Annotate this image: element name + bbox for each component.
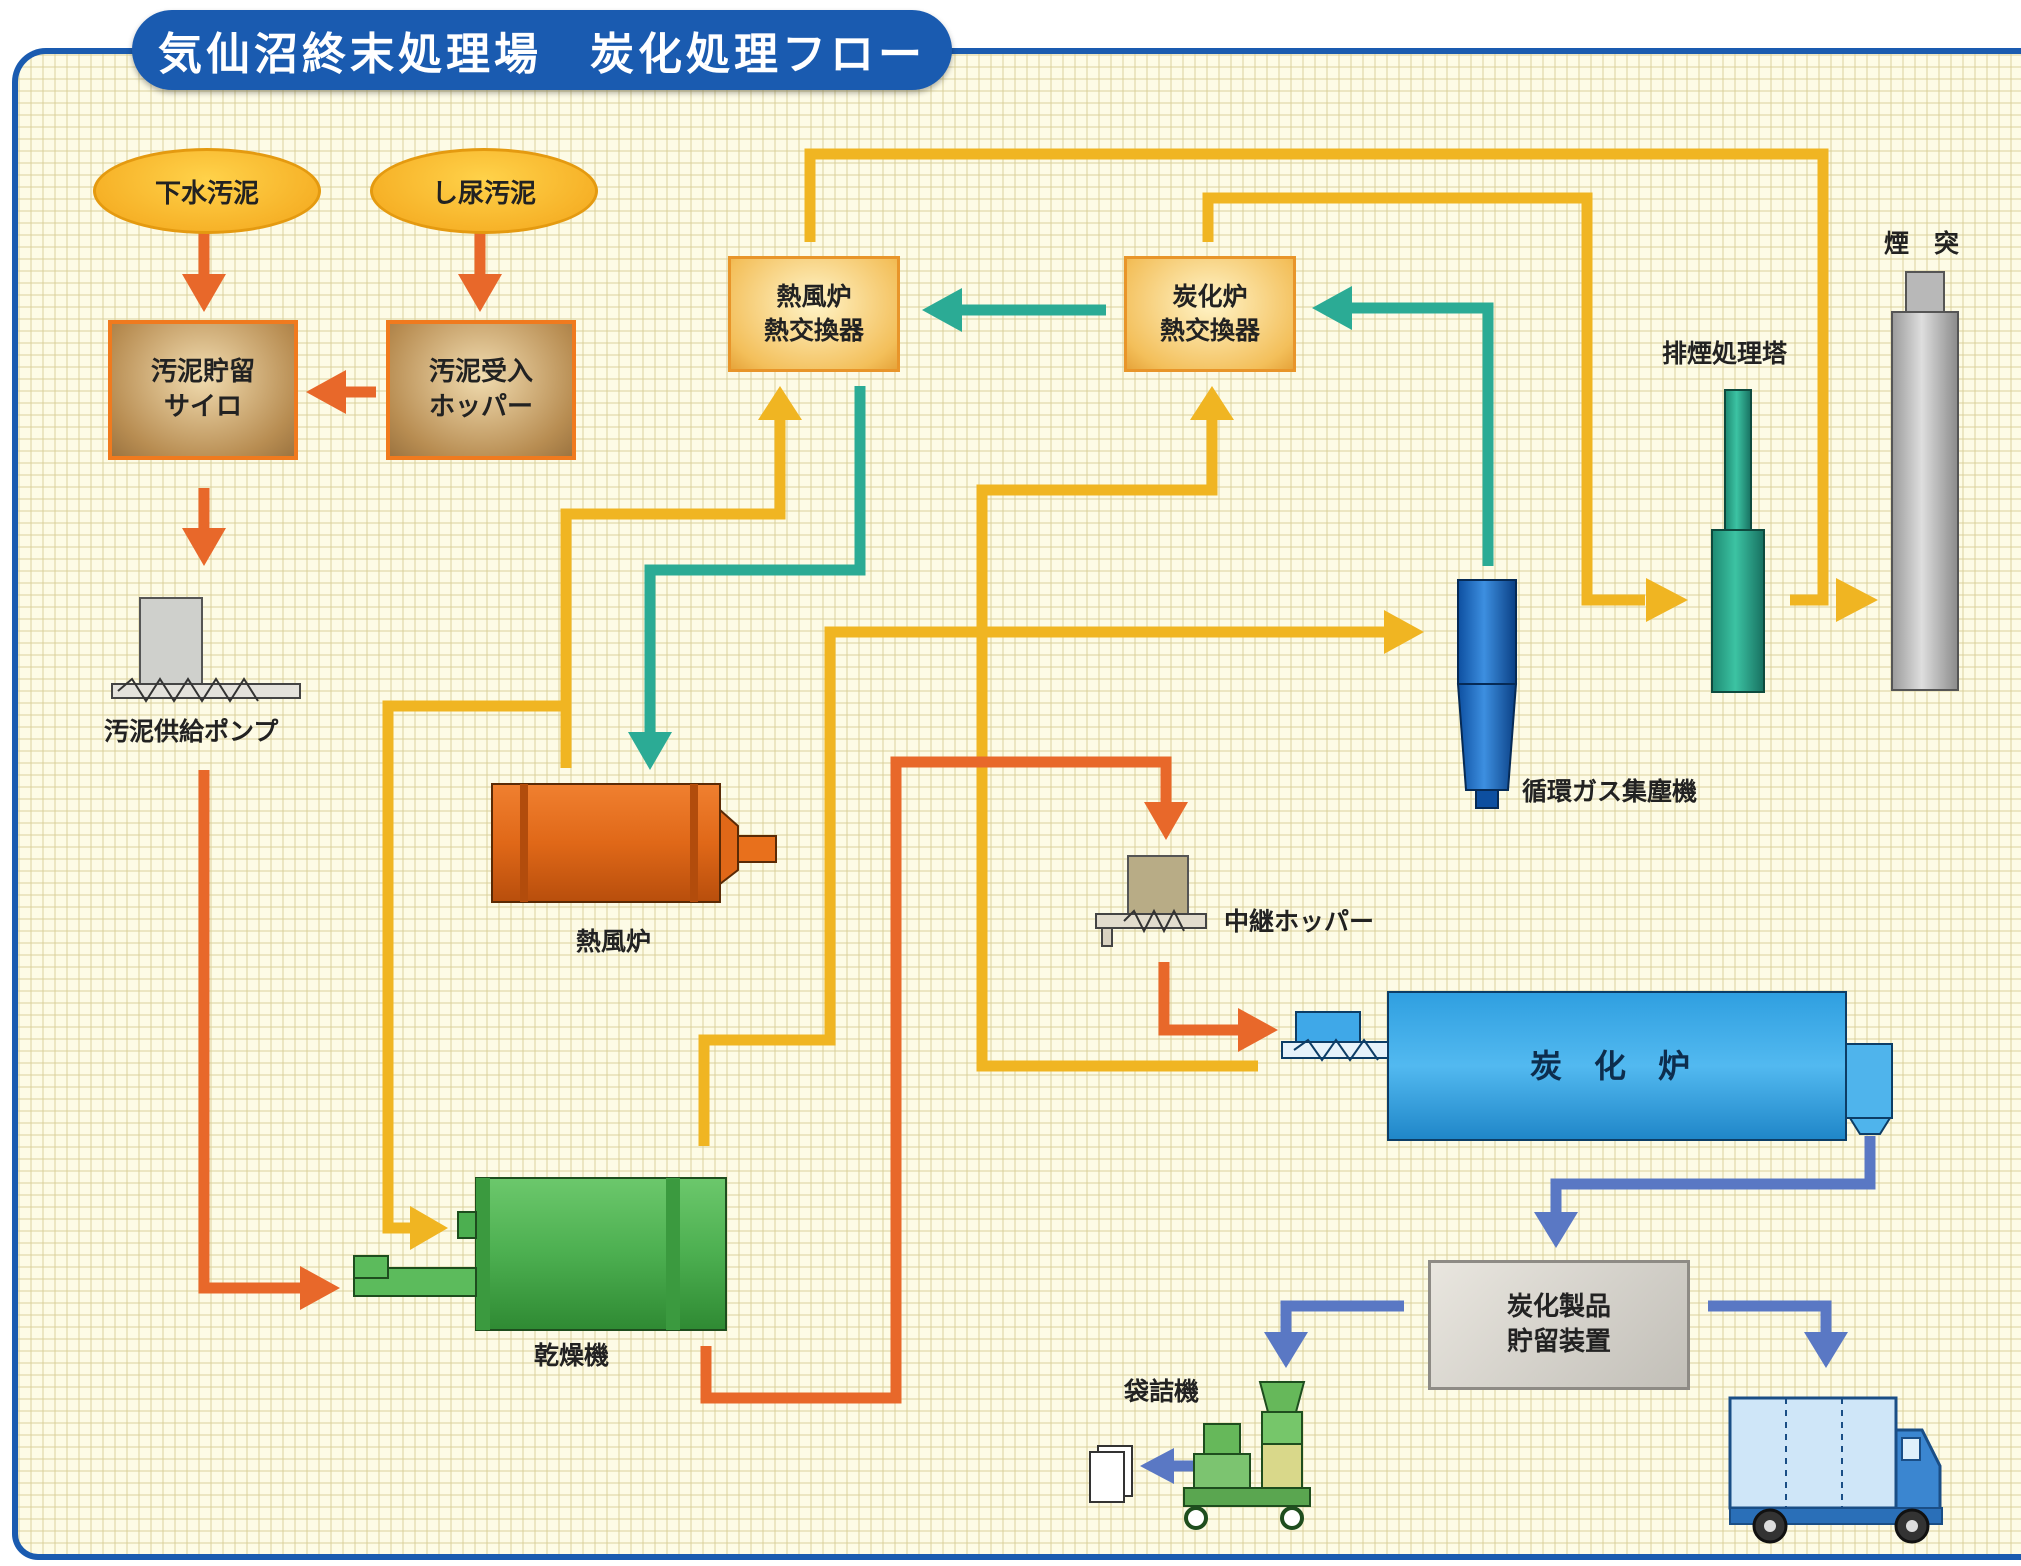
line-furnace-to-hotairhx [560, 410, 786, 768]
node-carbonizer-heat-exchanger: 炭化炉 熱交換器 [1124, 256, 1296, 372]
product-lines [1168, 1136, 1876, 1472]
arrow-into-silo [306, 370, 346, 414]
arrow-to-hotairhx [922, 288, 962, 332]
diagram-title: 気仙沼終末処理場 炭化処理フロー [158, 29, 926, 80]
line-dryer-to-cyclone [698, 626, 1385, 1146]
dryer-graphic [353, 1177, 727, 1331]
chimney-graphic [1891, 271, 1959, 691]
relay-hopper-graphic [1095, 855, 1207, 947]
hot-air-arrowheads [410, 386, 1878, 1250]
arrow-into-dryer [300, 1266, 340, 1310]
truck-graphic [1728, 1396, 1943, 1544]
label-bagging-machine: 袋詰機 [1124, 1377, 1200, 1406]
product-arrowheads [1140, 1212, 1848, 1484]
line-furnace-to-dryer [382, 700, 566, 1234]
arrow-to-chimney [1836, 578, 1878, 622]
node-sludge-silo: 汚泥貯留 サイロ [108, 320, 298, 460]
line-storage-to-truck [1708, 1300, 1832, 1338]
circulating-gas-lines [644, 302, 1494, 742]
circulating-gas-arrowheads [628, 286, 1352, 770]
hot-air-lines [382, 148, 1829, 1234]
node-product-storage: 炭化製品 貯留装置 [1428, 1260, 1690, 1390]
hot-air-furnace-graphic [491, 783, 777, 903]
title-banner: 気仙沼終末処理場 炭化処理フロー [132, 10, 952, 90]
line-pump-to-dryer [198, 770, 302, 1294]
flue-gas-tower-graphic [1711, 389, 1765, 693]
line-hotairhx-to-furnace [644, 386, 866, 742]
arrow-to-bagger [1264, 1332, 1308, 1368]
arrow-to-pump [182, 528, 226, 566]
node-receiving-hopper: 汚泥受入 ホッパー [386, 320, 576, 460]
arrow-to-storage [1534, 1212, 1578, 1248]
arrow-to-carbhx [1312, 286, 1352, 330]
cyclone-graphic [1456, 579, 1518, 809]
line-carbhx-to-tower [1202, 192, 1645, 606]
line-storage-to-bagger [1280, 1300, 1404, 1338]
label-cyclone: 循環ガス集塵機 [1522, 777, 1698, 806]
bags-graphic [1089, 1445, 1133, 1503]
label-flue-gas-tower: 排煙処理塔 [1662, 339, 1788, 368]
label-carbonizer: 炭 化 炉 [1530, 1047, 1691, 1085]
label-feed-pump: 汚泥供給ポンプ [104, 717, 279, 746]
diagram-panel [12, 48, 2021, 1560]
arrow-to-dryer [410, 1206, 448, 1250]
line-kiln-to-storage [1550, 1136, 1876, 1218]
label-hot-air-furnace: 熱風炉 [576, 927, 652, 956]
label-dryer: 乾燥機 [534, 1341, 610, 1370]
arrow-up-carbhx [1190, 386, 1234, 420]
label-chimney: 煙 突 [1884, 229, 1960, 258]
arrow-to-cyclone [1384, 610, 1424, 654]
line-hx-to-chimney [804, 148, 1829, 606]
arrow-to-bags [1140, 1448, 1174, 1484]
arrow-up-hotairhx [758, 386, 802, 420]
arrow-to-relay [1144, 802, 1188, 840]
node-hot-air-heat-exchanger: 熱風炉 熱交換器 [728, 256, 900, 372]
line-cyclone-to-carbhx [1352, 302, 1494, 566]
node-sewage-sludge: 下水汚泥 [93, 148, 321, 234]
sludge-lines [198, 232, 1240, 1404]
arrow-to-hopper [458, 274, 502, 312]
label-relay-hopper: 中継ホッパー [1224, 907, 1375, 936]
feed-pump-graphic [111, 597, 301, 703]
arrow-to-furnace [628, 732, 672, 770]
sludge-arrowheads [182, 274, 1278, 1310]
bagging-machine-graphic [1183, 1381, 1311, 1530]
arrow-to-truck [1804, 1332, 1848, 1368]
arrow-to-silo [182, 274, 226, 312]
line-dryer-to-relay [700, 756, 1172, 1404]
arrow-into-kiln [1238, 1008, 1278, 1052]
arrow-to-tower [1646, 578, 1688, 622]
line-kiln-to-carbhx [976, 410, 1258, 1072]
kiln-graphic [1281, 991, 1893, 1141]
line-relay-to-kiln [1158, 962, 1240, 1036]
node-night-soil-sludge: し尿汚泥 [370, 148, 598, 234]
